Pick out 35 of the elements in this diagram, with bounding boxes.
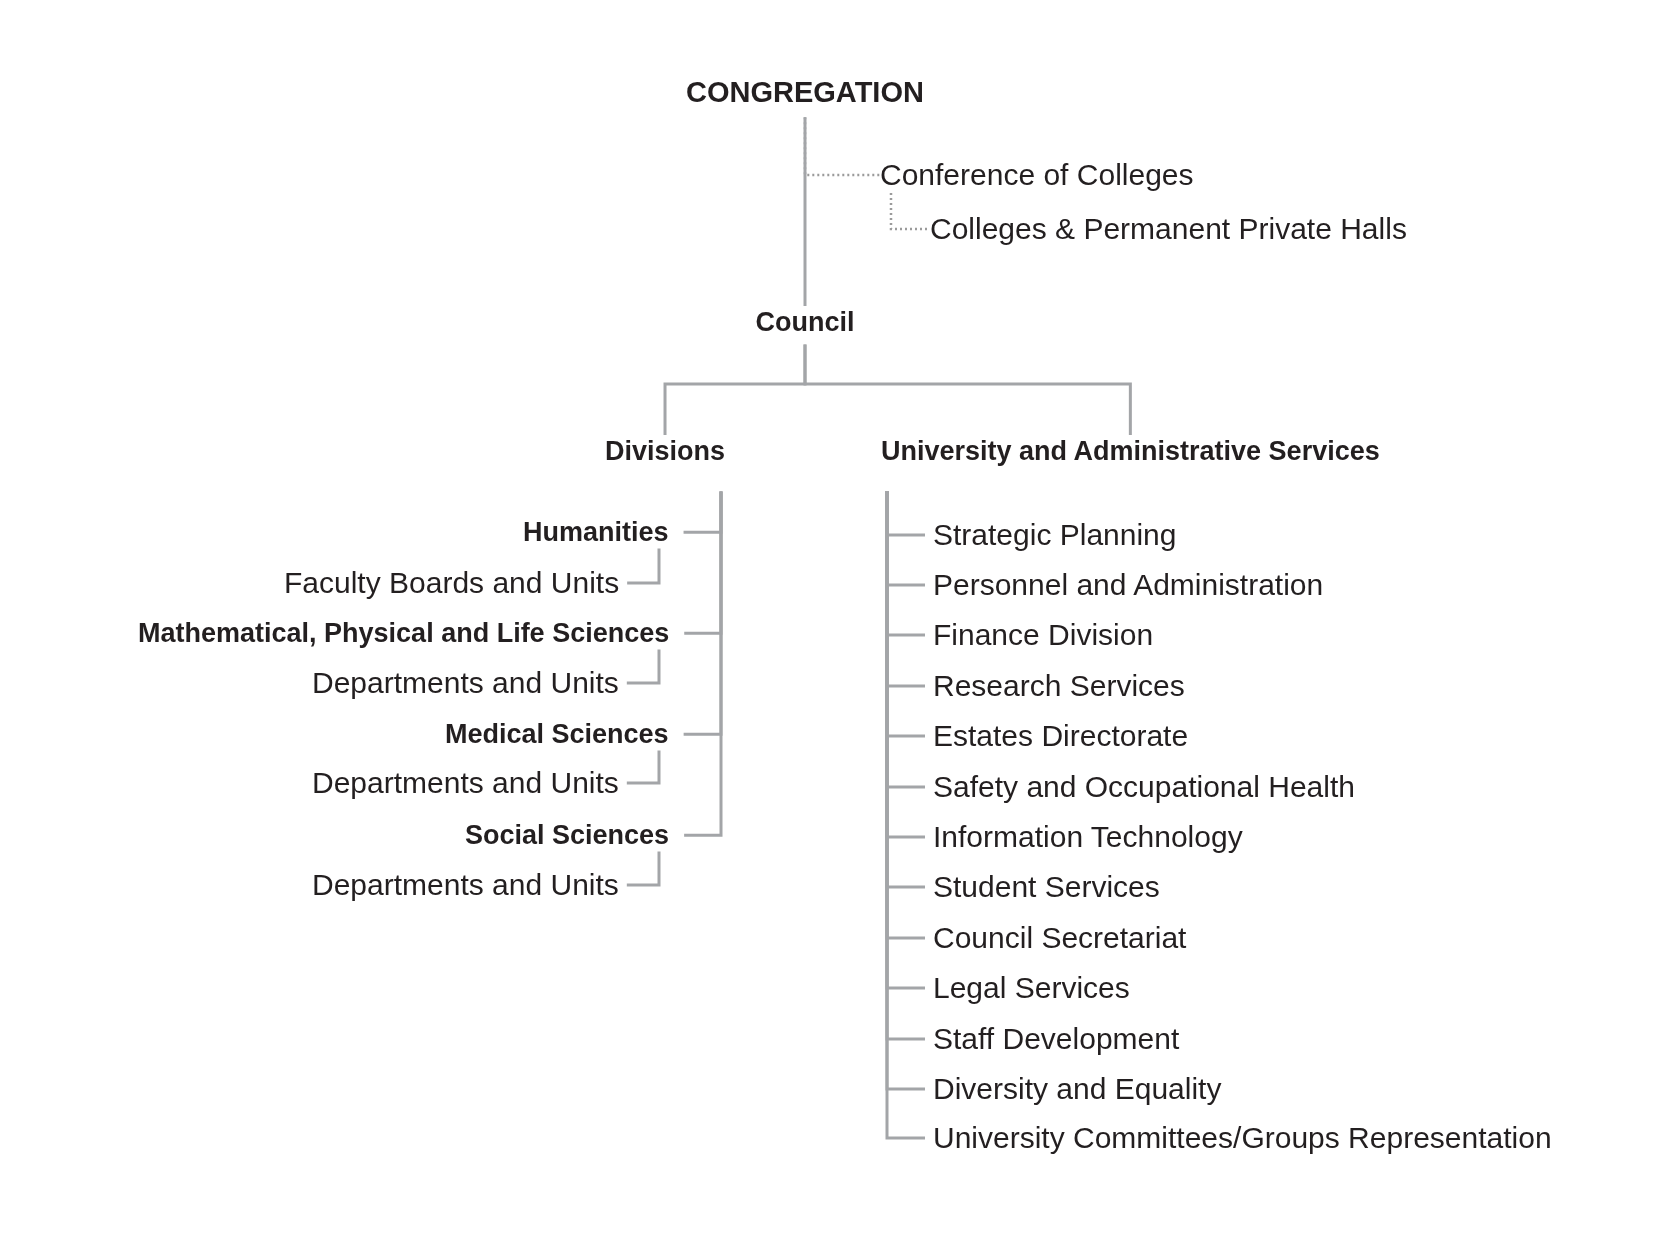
heading-label: Divisions (605, 435, 726, 492)
connector-line (626, 851, 661, 887)
dotted-connector (889, 193, 930, 231)
unit-label: Student Services (925, 869, 1160, 905)
unit-label: Faculty Boards and Units (284, 565, 628, 601)
heading-label: Humanities (523, 516, 684, 549)
unit-label: Departments and Units (312, 665, 627, 701)
unit-label: Departments and Units (312, 867, 627, 903)
heading-label: Mathematical, Physical and Life Sciences (138, 617, 685, 650)
unit-label: University Committees/Groups Representation (925, 1120, 1552, 1156)
unit-label: Personnel and Administration (925, 567, 1324, 603)
unit-label: Estates Directorate (925, 718, 1189, 754)
connector-line (803, 117, 807, 306)
connector-line (626, 750, 661, 785)
connector-line (684, 491, 723, 837)
unit-label: Safety and Occupational Health (925, 769, 1355, 805)
unit-label: Staff Development (925, 1021, 1180, 1057)
unit-label: Diversity and Equality (925, 1071, 1222, 1107)
unit-label: Departments and Units (312, 765, 627, 801)
unit-label: Legal Services (925, 970, 1130, 1006)
unit-label: Finance Division (925, 617, 1154, 653)
unit-label: Research Services (925, 668, 1185, 704)
connector-line (626, 649, 661, 685)
unit-label: Council Secretariat (925, 920, 1187, 956)
unit-label: Conference of Colleges (880, 157, 1194, 193)
heading-label: Social Sciences (465, 819, 685, 852)
heading-label: Medical Sciences (445, 718, 684, 751)
connector-line (627, 548, 661, 585)
connector-line (803, 344, 1132, 435)
unit-label: Strategic Planning (925, 517, 1177, 553)
heading-label: University and Administrative Services (881, 435, 1380, 492)
unit-label: Information Technology (925, 819, 1243, 855)
unit-label: Colleges & Permanent Private Halls (930, 211, 1407, 247)
heading-label: CONGREGATION (686, 74, 924, 118)
heading-label: Council (755, 306, 855, 345)
